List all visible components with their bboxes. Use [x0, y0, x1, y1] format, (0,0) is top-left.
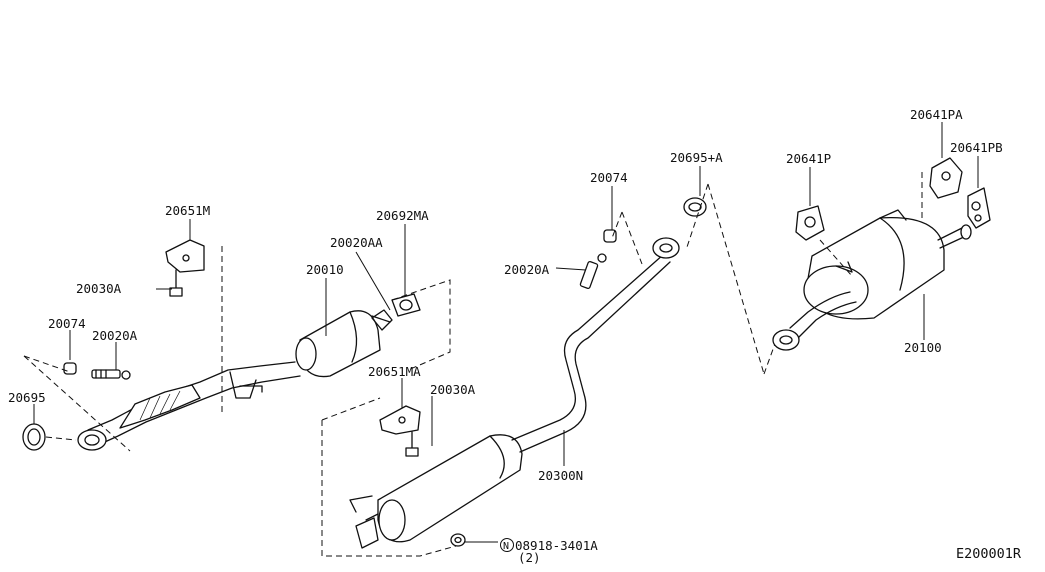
label-20300N: 20300N: [538, 468, 583, 483]
label-20641P: 20641P: [786, 151, 831, 166]
label-20010: 20010: [306, 262, 344, 277]
front-exhaust-tube: [77, 361, 301, 451]
bolt-20030A-left: [169, 269, 183, 297]
pre-muffler-20010: [295, 310, 391, 378]
mount-20641P: [795, 205, 825, 241]
nut-symbol: N: [503, 541, 509, 552]
label-20695: 20695: [8, 390, 46, 405]
hanger-20651M: [165, 239, 205, 273]
label-08918-qty: (2): [518, 550, 541, 565]
label-20651MA: 20651MA: [368, 364, 421, 379]
gasket-20695: [22, 423, 77, 451]
label-20030A-mid: 20030A: [430, 382, 476, 397]
label-20695A: 20695+A: [670, 150, 723, 165]
leader-lines: [33, 122, 979, 543]
label-20030A-left: 20030A: [76, 281, 122, 296]
plug-20074-left: [63, 362, 77, 375]
nut-callout: N 08918-3401A (2): [500, 538, 598, 565]
label-20651M: 20651M: [165, 203, 210, 218]
label-20641PA: 20641PA: [910, 107, 963, 122]
label-20020AA: 20020AA: [330, 235, 383, 250]
rear-muffler-20100: [772, 209, 972, 351]
bolt-20030A-mid: [405, 431, 419, 457]
label-20074-left: 20074: [48, 316, 86, 331]
mount-20641PB: [967, 187, 991, 229]
plug-20074-mid: [603, 229, 617, 243]
center-muffler-20300N: [349, 237, 680, 549]
label-20692MA: 20692MA: [376, 208, 429, 223]
label-20020A-left: 20020A: [92, 328, 138, 343]
gasket-20692MA: [391, 293, 421, 317]
sensor-20020A-left: [91, 369, 131, 380]
label-20100: 20100: [904, 340, 942, 355]
label-20020A-mid: 20020A: [504, 262, 550, 277]
label-20074-mid: 20074: [590, 170, 628, 185]
nut-08918: [450, 533, 466, 547]
label-08918: 08918-3401A: [515, 538, 598, 553]
hanger-20651MA: [379, 405, 421, 435]
mount-20641PA: [929, 157, 963, 199]
gasket-20695A: [683, 197, 707, 217]
diagram-code: E200001R: [956, 546, 1022, 562]
label-20641PB: 20641PB: [950, 140, 1003, 155]
sensor-20020A-mid: [579, 253, 607, 290]
